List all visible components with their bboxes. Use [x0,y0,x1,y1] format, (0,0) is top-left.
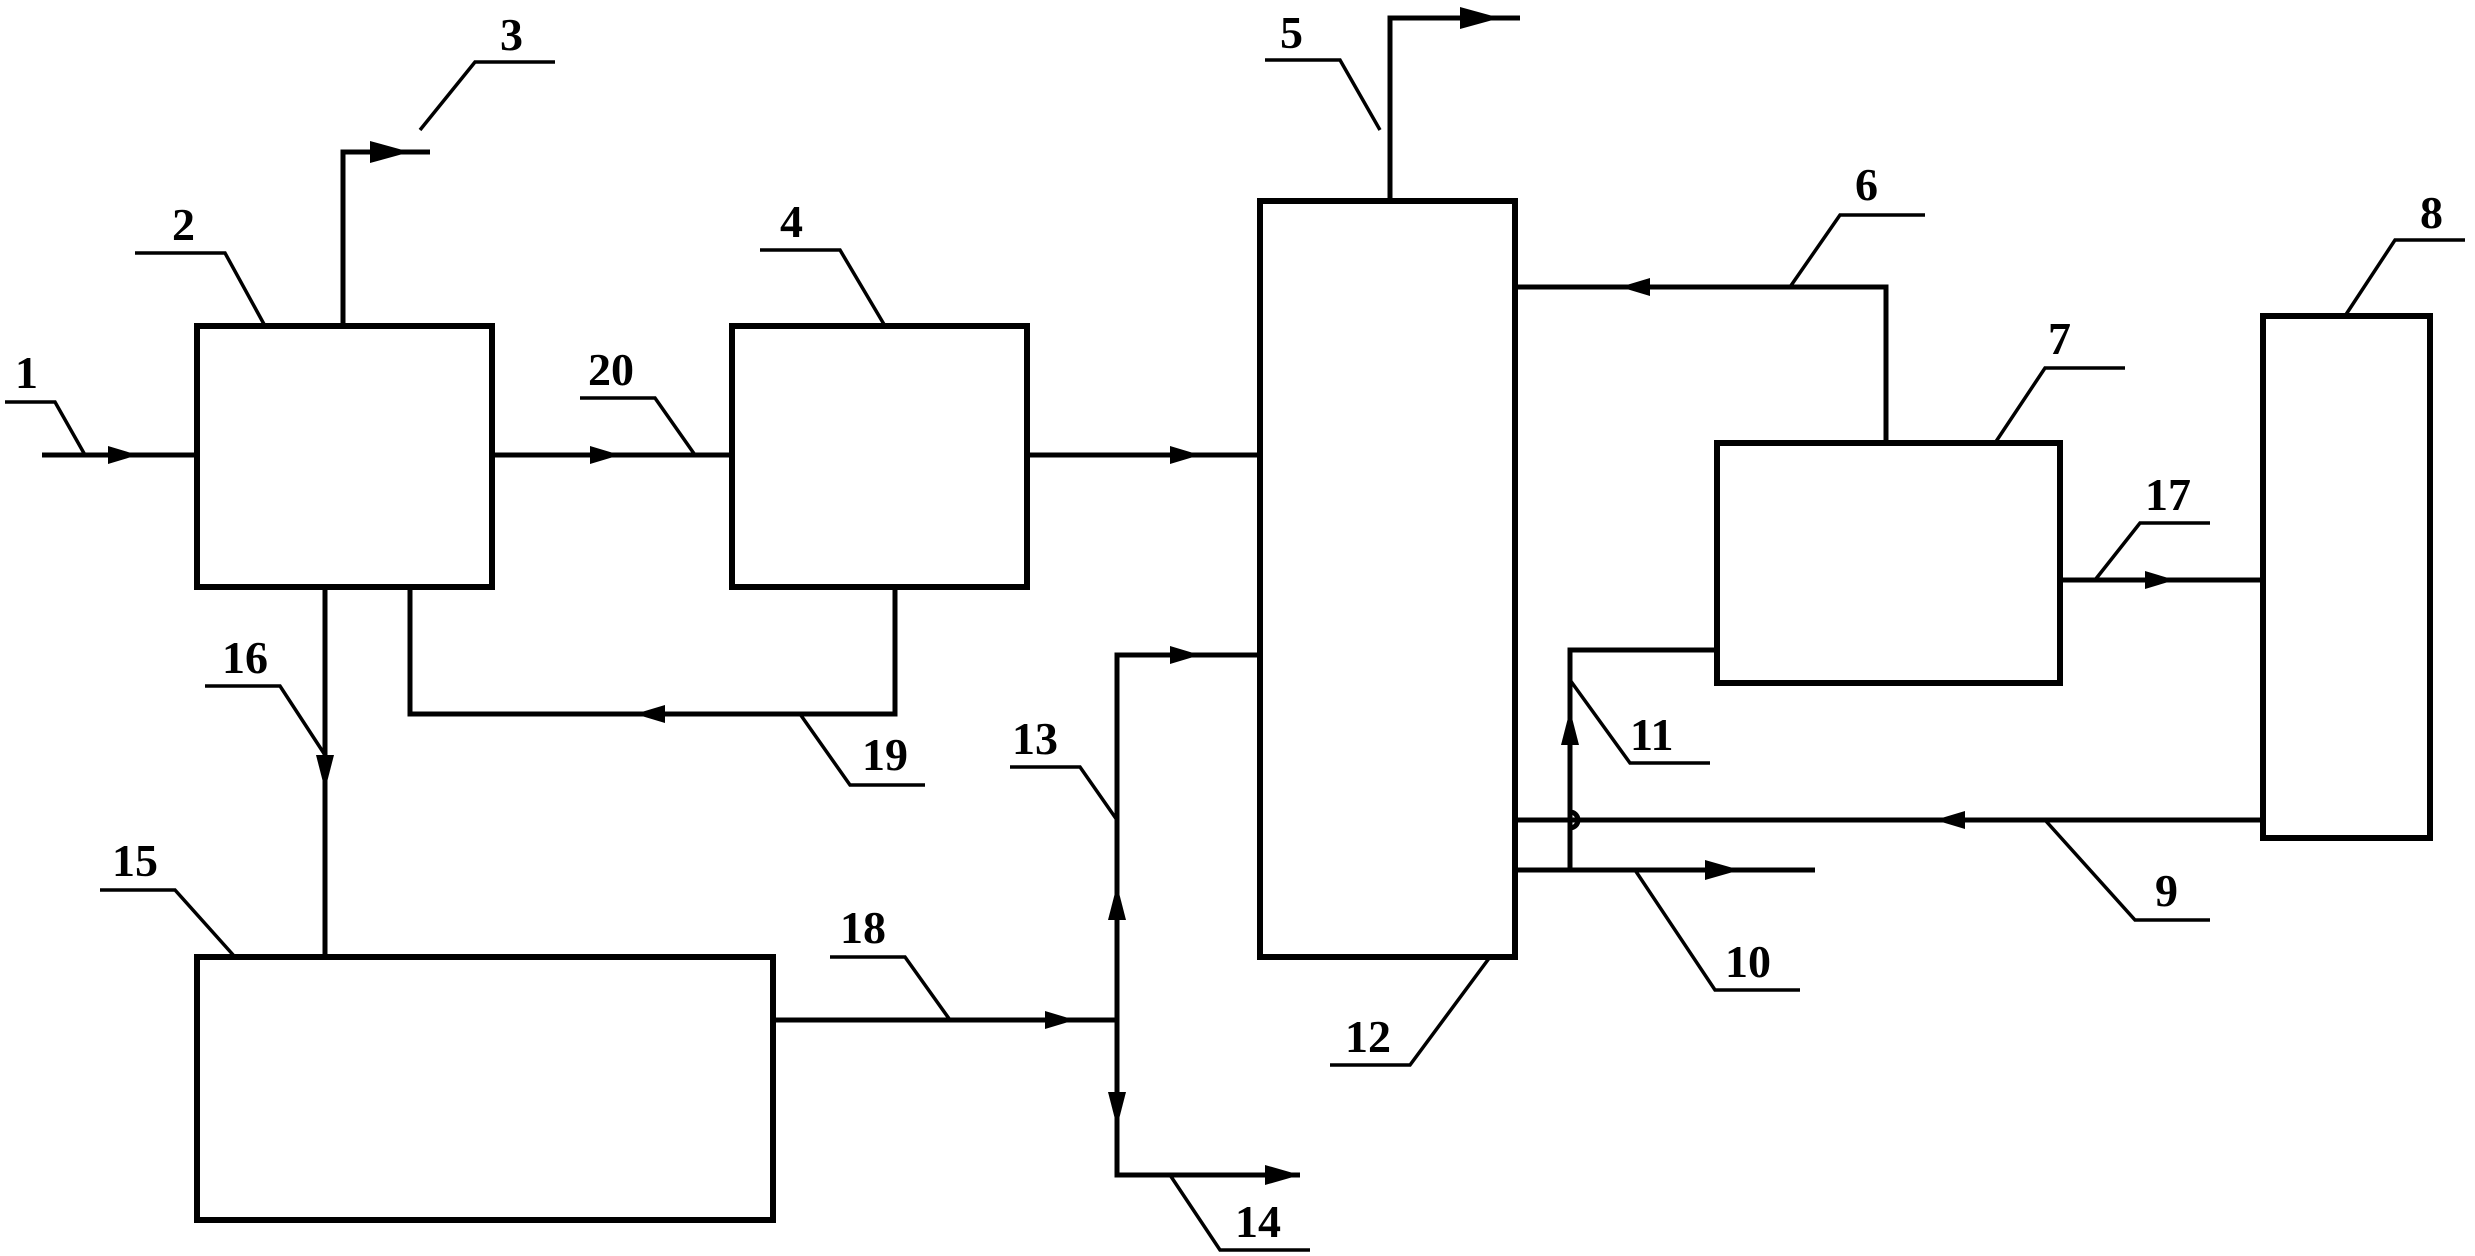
stream-10-arrow [1705,860,1740,880]
label-3: 3 [500,9,523,60]
leader-12 [1330,955,1492,1067]
label-5: 5 [1280,7,1303,58]
unit-12-column [1257,198,1518,960]
unit-15-box [194,954,776,1223]
leader-10 [1633,869,1800,992]
stream-14-line [1114,1020,1300,1178]
unit-8-box [2260,313,2433,841]
label-1: 1 [15,347,38,398]
leader-9 [2043,818,2210,922]
stream-18-arrow [1045,1011,1075,1029]
leader-13 [1010,765,1119,822]
stream-11-arrow [1561,710,1579,745]
stream-19-line [407,587,898,717]
label-6: 6 [1855,159,1878,210]
stream-1-arrow [108,446,138,464]
stream-3-line [340,149,430,326]
leader-14 [1168,1174,1310,1252]
leader-6 [1788,213,1925,288]
label-13: 13 [1012,713,1058,764]
stream-11-line [1567,647,1717,870]
label-16: 16 [222,632,268,683]
stream-5-line [1387,15,1520,201]
stream-13-up-arrow [1108,885,1126,920]
unit-7-box [1714,440,2063,686]
stream-19-arrow [635,705,665,723]
leader-7 [1993,366,2125,444]
unit-2-box [194,323,495,590]
stream-9-arrow [1935,811,1965,829]
stream-6-line [1515,284,1889,443]
stream-11-crossover [1569,809,1581,831]
label-15: 15 [112,835,158,886]
leader-5 [1265,58,1382,131]
leader-20 [580,396,697,457]
label-12: 12 [1345,1011,1391,1062]
leader-19 [798,712,925,787]
stream-3-arrow [370,141,410,163]
label-20: 20 [588,344,634,395]
label-7: 7 [2048,313,2071,364]
leader-11 [1568,678,1710,765]
label-11: 11 [1630,709,1673,760]
label-14: 14 [1235,1196,1281,1247]
stream-14-down-arrow [1108,1092,1126,1127]
stream-14-arrow [1265,1165,1300,1185]
leader-3 [418,60,555,132]
leader-16 [205,684,327,756]
stream-4-to-12-arrow [1170,446,1200,464]
leader-1 [5,400,87,456]
unit-4-box [729,323,1030,590]
label-8: 8 [2420,187,2443,238]
leader-15 [100,888,237,959]
label-4: 4 [780,196,803,247]
leader-4 [760,248,887,327]
label-2: 2 [172,199,195,250]
leader-17 [2093,521,2210,582]
stream-6-arrow [1620,278,1650,296]
stream-17-arrow [2145,571,2175,589]
stream-16-arrow [316,755,334,790]
label-19: 19 [862,729,908,780]
leader-18 [830,955,952,1022]
stream-20-arrow [590,446,620,464]
stream-13-arrow [1170,646,1200,664]
stream-5-arrow [1460,7,1500,29]
label-9: 9 [2155,865,2178,916]
label-17: 17 [2145,469,2191,520]
stream-13-line [1114,652,1260,1020]
label-18: 18 [840,902,886,953]
leader-8 [2343,238,2465,317]
leader-2 [135,251,267,327]
label-10: 10 [1725,936,1771,987]
